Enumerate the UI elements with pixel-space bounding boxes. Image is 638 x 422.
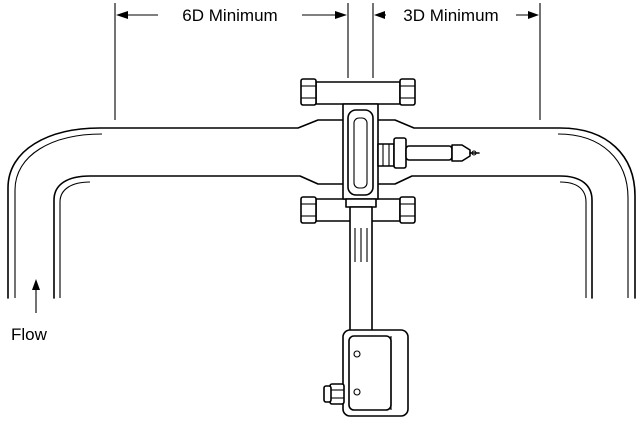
flow-arrowhead xyxy=(32,279,40,290)
upper-flange xyxy=(315,81,401,105)
stem-tube xyxy=(349,206,373,333)
transmitter-housing xyxy=(323,329,409,417)
cable-gland-cap xyxy=(323,385,332,403)
flow-indicator: Flow xyxy=(11,279,48,344)
probe-body xyxy=(405,145,453,161)
probe-fitting xyxy=(377,143,395,167)
probe-tip xyxy=(451,144,471,162)
arrowhead-left xyxy=(116,11,128,19)
flow-label: Flow xyxy=(11,325,48,344)
bolt-upper-left xyxy=(300,78,317,106)
cover-screw xyxy=(353,388,361,396)
arrowhead-left xyxy=(374,11,385,19)
bolt-lower-right xyxy=(399,196,416,224)
dimension-label-6d: 6D Minimum xyxy=(182,6,277,25)
pipe-inner-wall xyxy=(53,175,593,299)
sensor-neck xyxy=(345,198,377,208)
probe-nut xyxy=(393,137,407,169)
flange-assembly xyxy=(300,78,416,224)
cover-screw xyxy=(353,350,361,358)
dimension-3d: 3D Minimum xyxy=(372,3,541,120)
bolt-lower-left xyxy=(300,196,317,224)
stem xyxy=(349,206,373,333)
dimension-label-3d: 3D Minimum xyxy=(403,6,498,25)
dimension-6d: 6D Minimum xyxy=(114,3,349,120)
arrowhead-right xyxy=(335,11,347,19)
housing-cover xyxy=(348,335,392,411)
arrowhead-right xyxy=(528,11,539,19)
pressure-probe xyxy=(377,137,480,169)
sensor-window xyxy=(347,109,374,196)
cable-gland xyxy=(329,383,345,405)
bolt-upper-right xyxy=(399,78,416,106)
